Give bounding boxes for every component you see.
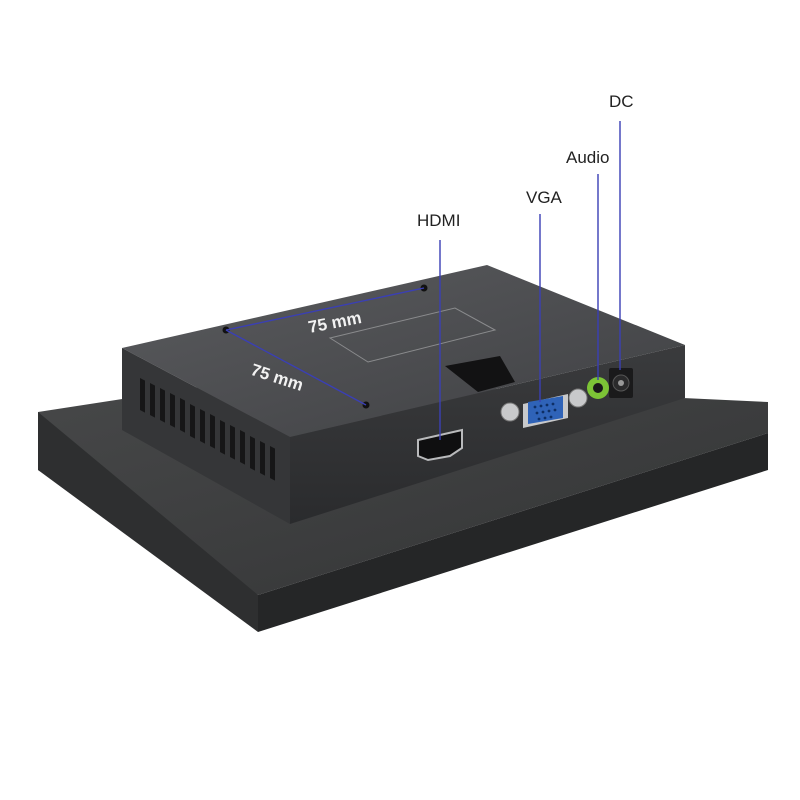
dc-label: DC xyxy=(609,92,634,111)
audio-label: Audio xyxy=(566,148,610,167)
case-front-face xyxy=(290,345,685,524)
vga-port-icon xyxy=(500,388,588,428)
label-plate xyxy=(328,307,497,363)
panel-front-face xyxy=(258,433,768,632)
hdmi-label: HDMI xyxy=(417,211,461,230)
dimension-lines xyxy=(225,287,425,406)
panel-left-face xyxy=(38,412,258,632)
leader-lines xyxy=(439,121,621,440)
dc-jack-icon xyxy=(609,368,633,398)
audio-jack-icon xyxy=(587,377,609,399)
top-slot xyxy=(445,356,515,392)
ports xyxy=(417,368,633,462)
hdmi-port-icon xyxy=(417,428,463,462)
rear-case xyxy=(122,265,685,524)
dimension-line-horizontal xyxy=(225,287,425,331)
vent-slots xyxy=(140,378,275,481)
dimension-line-vertical xyxy=(225,329,367,406)
vga-label: VGA xyxy=(526,188,562,207)
case-top-face xyxy=(122,265,685,437)
